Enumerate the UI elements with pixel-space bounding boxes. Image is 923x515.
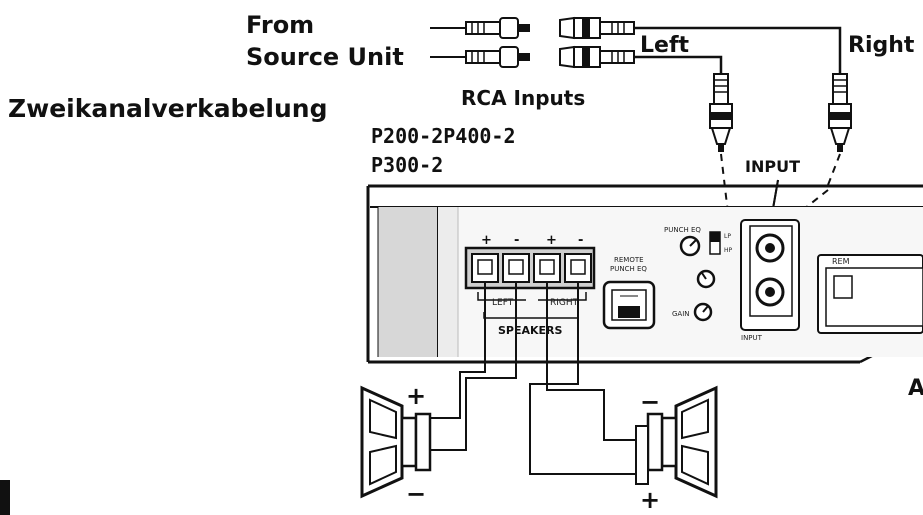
model-line-2: P300-2 <box>371 153 443 177</box>
speaker-left: + − <box>360 382 432 508</box>
rca-plug-left-vertical <box>709 73 733 152</box>
right-channel-label: Right <box>848 33 915 58</box>
remote-punch-eq-port: REMOTE PUNCH EQ <box>602 256 656 330</box>
remote-block: REM <box>817 254 923 334</box>
model-line-1: P200-2P400-2 <box>371 124 516 148</box>
from-label: From <box>246 11 314 39</box>
terminal-sign-4: - <box>578 233 583 248</box>
input-label: INPUT <box>745 157 800 176</box>
rca-inputs-label: RCA Inputs <box>461 86 585 110</box>
right-speaker-plus: + <box>640 486 660 514</box>
rca-plug-pair-bottom <box>465 45 635 69</box>
rem-label: REM <box>832 257 850 266</box>
speakers-label: SPEAKERS <box>498 324 563 337</box>
right-speaker-minus: − <box>640 388 660 416</box>
title-label: Zweikanalverkabelung <box>8 94 327 123</box>
punch-eq-label: PUNCH EQ <box>664 226 701 234</box>
gain-label: GAIN <box>672 310 690 318</box>
rca-plug-pair-top <box>465 16 635 40</box>
remote-label-2: PUNCH EQ <box>610 265 647 273</box>
left-speaker-plus: + <box>406 382 426 410</box>
terminal-sign-1: + <box>481 233 492 248</box>
edge-mark-a: A <box>908 376 923 401</box>
svg-text:LP: LP <box>724 233 731 240</box>
speaker-left-label: LEFT <box>492 298 514 308</box>
svg-text:HP: HP <box>724 247 733 254</box>
input-jack-plate: INPUT <box>740 219 800 342</box>
terminal-sign-2: - <box>514 233 519 248</box>
left-channel-label: Left <box>640 33 690 58</box>
left-speaker-minus: − <box>406 480 426 508</box>
rca-plug-right-vertical <box>828 73 852 152</box>
input-small-label: INPUT <box>741 334 763 342</box>
terminal-sign-3: + <box>546 233 557 248</box>
corner-block <box>0 480 10 515</box>
remote-label-1: REMOTE <box>614 256 644 264</box>
control-knobs-panel: PUNCH EQ LP HP GAIN <box>664 226 733 322</box>
speaker-right: − + <box>635 385 718 514</box>
source-unit-label: Source Unit <box>246 43 404 71</box>
speaker-right-label: RIGHT <box>550 298 579 308</box>
speaker-wires <box>428 282 636 475</box>
